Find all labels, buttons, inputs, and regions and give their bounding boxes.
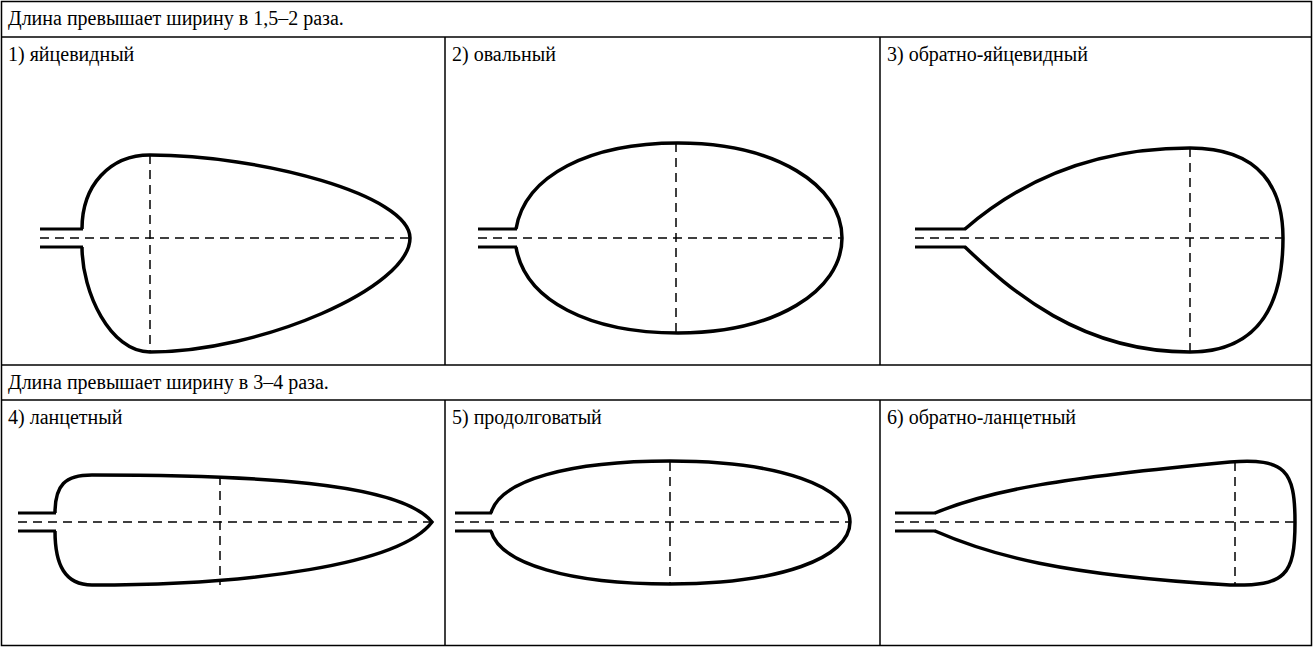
- cell-caption: 6) обратно-ланцетный: [887, 405, 1076, 429]
- table-rule: [879, 37, 881, 365]
- oval-leaf: [478, 143, 842, 333]
- table-rule: [879, 400, 881, 645]
- cell-caption: 1) яйцевидный: [8, 42, 134, 66]
- obovate-leaf: [915, 148, 1283, 352]
- oblanceolate-leaf: [895, 461, 1295, 585]
- row-heading: Длина превышает ширину в 3–4 раза.: [8, 370, 329, 394]
- cell-caption: 3) обратно-яйцевидный: [887, 42, 1088, 66]
- cell-caption: 5) продолговатый: [452, 405, 602, 429]
- row-heading: Длина превышает ширину в 1,5–2 раза.: [8, 6, 344, 30]
- oblong-leaf: [455, 461, 850, 585]
- table-rule: [2, 364, 1312, 366]
- cell-caption: 2) овальный: [452, 42, 556, 66]
- cell-caption: 4) ланцетный: [8, 405, 122, 429]
- table-rule: [2, 36, 1312, 38]
- table-rule: [2, 399, 1312, 401]
- ovate-leaf: [40, 155, 410, 352]
- lanceolate-leaf: [18, 475, 432, 585]
- table-rule: [444, 37, 446, 365]
- table-rule: [444, 400, 446, 645]
